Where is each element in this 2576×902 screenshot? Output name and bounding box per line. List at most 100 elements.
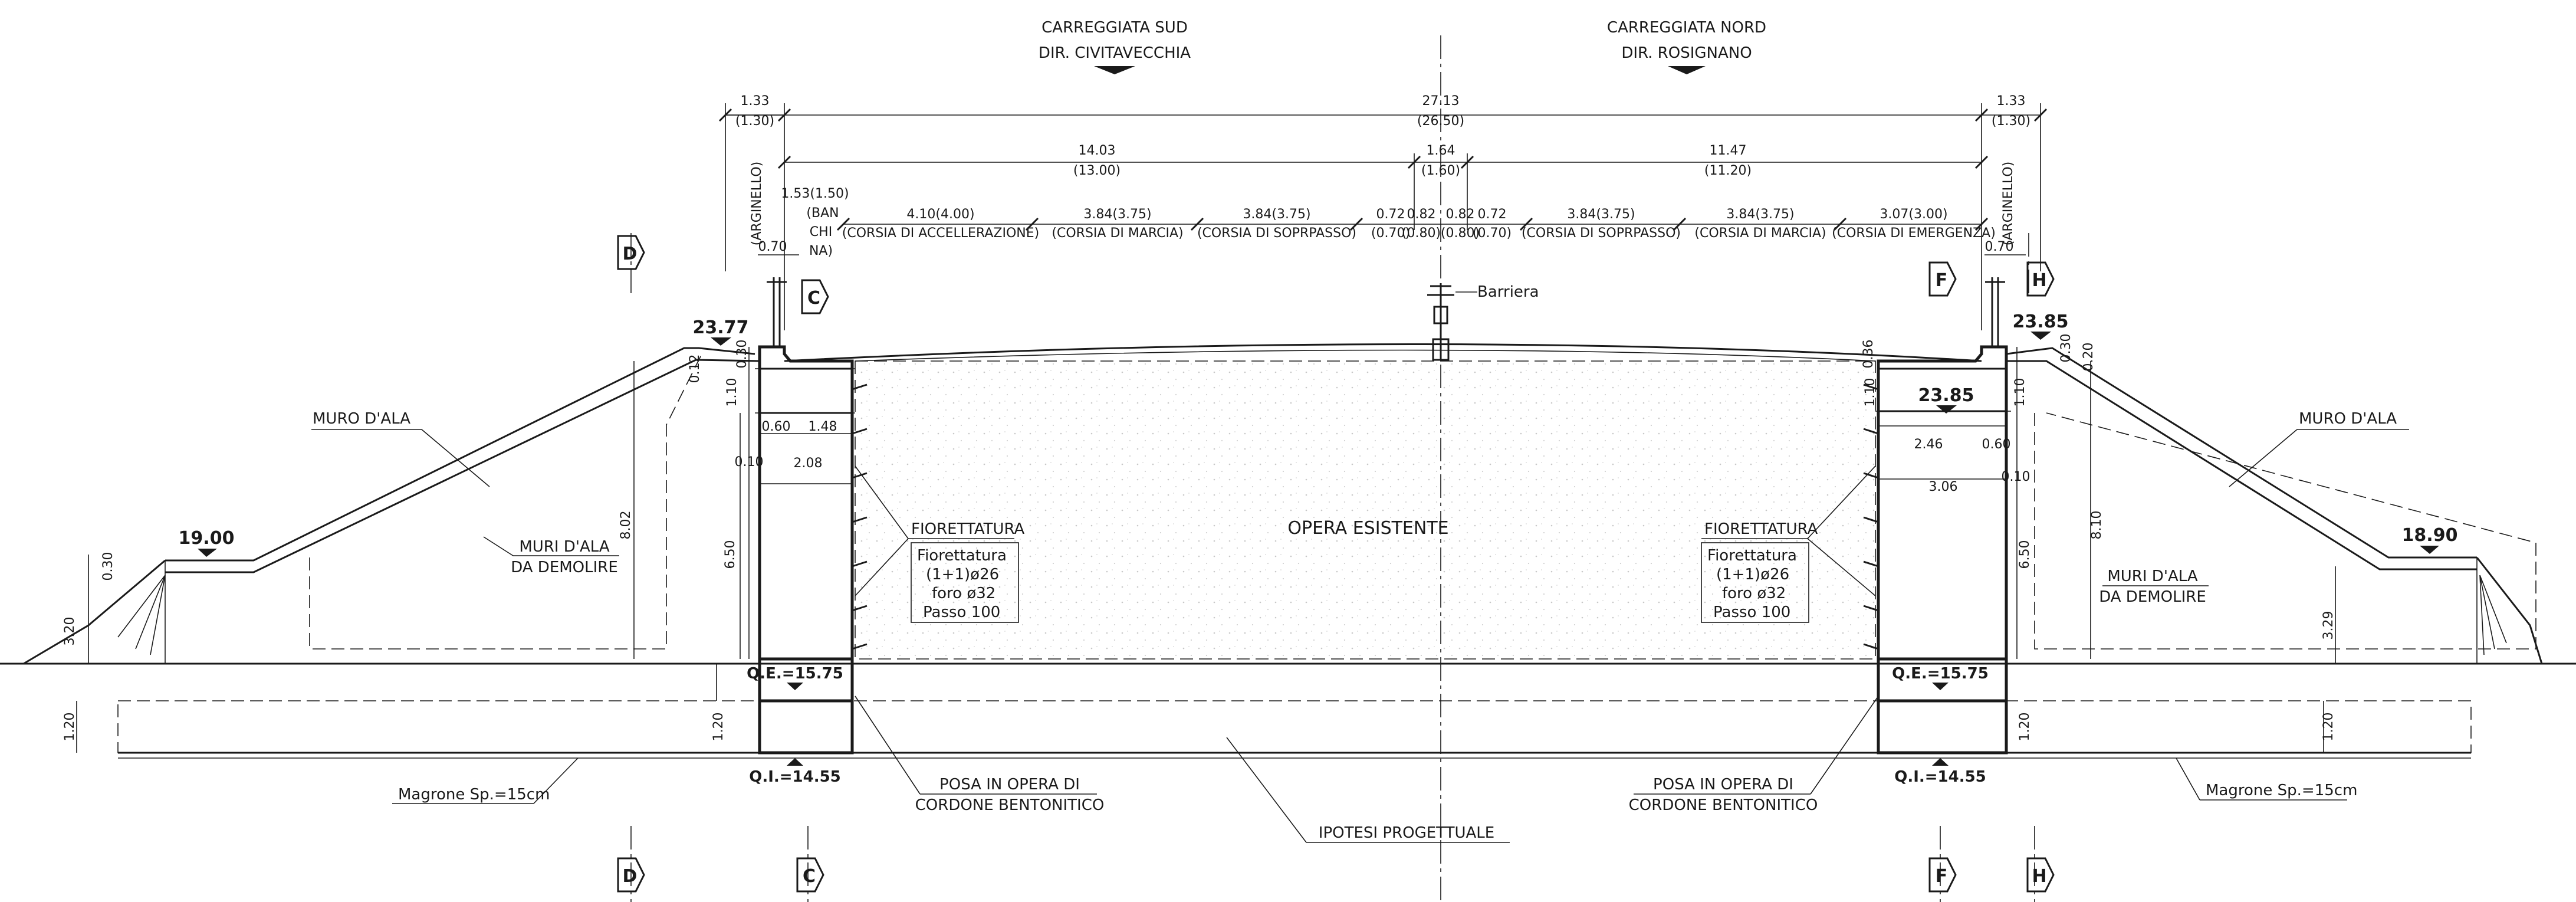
barrier-icon (1427, 283, 1454, 361)
muri-dala-right-2: DA DEMOLIRE (2099, 588, 2206, 606)
section-marker-c-bottom: C (796, 826, 824, 902)
median-part-1-old: (0.70) (1371, 226, 1410, 241)
dim-right-070: 0.70 (1985, 240, 2014, 254)
dim-total: 27.13 (1422, 94, 1460, 109)
elev-qe-left: Q.E.=15.75 (747, 665, 843, 683)
fiorettatura-right-label: FIORETTATURA (1704, 520, 1818, 538)
dim-left-edge: 1.33 (741, 94, 770, 109)
lane-5-name: (CORSIA DI MARCIA) (1694, 226, 1826, 241)
lane-3-name: (CORSIA DI SOPRPASSO) (1197, 226, 1356, 241)
dim-left-wing-030: 0.30 (101, 552, 116, 581)
dim-left-208: 2.08 (794, 456, 823, 471)
dimension-halves (777, 153, 1989, 230)
foundation-outline (117, 700, 2472, 753)
dim-right-306: 3.06 (1929, 480, 1958, 494)
elev-marker-qi-left (787, 758, 803, 766)
left-parapet (767, 277, 787, 348)
magrone-left-label: Magrone Sp.=15cm (398, 786, 550, 803)
section-marker-c-top: C (801, 279, 829, 314)
median-part-2: 0.82 (1407, 207, 1436, 222)
muro-dala-right-label: MURO D'ALA (2299, 410, 2397, 428)
dim-left-010: 0.10 (735, 455, 764, 470)
elev-marker-qe-right (1932, 683, 1949, 690)
dim-right-020: 0.20 (2081, 343, 2096, 372)
carriageway-left-title: CARREGGIATA SUD (1041, 19, 1188, 37)
left-abutment (755, 345, 855, 755)
dim-left-half: 14.03 (1079, 143, 1116, 158)
lane-5-dim: 3.84(3.75) (1726, 207, 1794, 222)
section-marker-d-top: D (617, 233, 645, 295)
muri-dala-left-leader (483, 536, 514, 556)
banchina-line-2: CHI (810, 225, 832, 240)
dim-right-246: 2.46 (1914, 437, 1943, 452)
dim-right-030: 0.30 (2059, 334, 2074, 363)
magrone-right-leader (2176, 757, 2200, 801)
svg-text:H: H (2032, 270, 2046, 291)
dim-right-half-old: (11.20) (1704, 163, 1752, 178)
arginello-left: (ARGINELLO) (750, 162, 764, 245)
posa-left-1: POSA IN OPERA DI (939, 776, 1080, 793)
muri-dala-left-2: DA DEMOLIRE (511, 559, 618, 576)
fior-left-line-1: Fiorettatura (917, 547, 1007, 565)
muro-dala-right-leader (2229, 429, 2298, 487)
muro-dala-left-leader (421, 429, 490, 487)
muro-dala-left-label: MURO D'ALA (313, 410, 410, 428)
banchina-line-3: NA) (809, 244, 833, 258)
muri-dala-left-1: MURI D'ALA (519, 538, 609, 556)
fior-right-line-2: (1+1)ø26 (1716, 566, 1789, 583)
elev-left-top: 23.77 (693, 317, 749, 338)
posa-right-1: POSA IN OPERA DI (1653, 776, 1793, 793)
elev-marker-left-top (711, 337, 731, 346)
lane-1-name: (CORSIA DI ACCELLERAZIONE) (842, 226, 1039, 241)
elev-marker-left-wing (198, 549, 217, 557)
dim-left-120: 1.20 (711, 713, 726, 742)
posa-right-leader (1810, 696, 1879, 795)
elev-right-wing: 18.90 (2402, 525, 2458, 546)
median-part-4-old: (0.70) (1473, 226, 1512, 241)
svg-text:D: D (623, 244, 638, 264)
fior-right-line-1: Fiorettatura (1707, 547, 1797, 565)
lane-6-dim: 3.07(3.00) (1880, 207, 1947, 222)
lane-2-name: (CORSIA DI MARCIA) (1052, 226, 1183, 241)
lane-1-dim: 4.10(4.00) (906, 207, 974, 222)
svg-text:D: D (623, 866, 638, 887)
elev-right-top: 23.85 (2013, 311, 2069, 332)
right-nails (1863, 383, 1879, 650)
fior-right-line-4: Passo 100 (1713, 603, 1790, 621)
dim-left-half-old: (13.00) (1073, 163, 1121, 178)
right-abutment-dims (1878, 347, 2336, 753)
dimension-total (718, 103, 2048, 330)
section-marker-d-bottom: D (617, 826, 645, 902)
arginello-right: (ARGINELLO) (2001, 162, 2016, 245)
muri-dala-right-1: MURI D'ALA (2107, 568, 2197, 585)
section-marker-h-bottom: H (2026, 826, 2055, 902)
elev-marker-right-top (2030, 332, 2051, 340)
lane-3-dim: 3.84(3.75) (1243, 207, 1310, 222)
elev-right-inner: 23.85 (1918, 385, 1974, 406)
fior-left-line-2: (1+1)ø26 (926, 566, 999, 583)
lane-4-name: (CORSIA DI SOPRPASSO) (1522, 226, 1681, 241)
elev-marker-qe-left (787, 683, 803, 690)
left-wing-wall (23, 347, 760, 665)
median-part-1: 0.72 (1376, 207, 1405, 222)
median-part-3-old: (0.80) (1441, 226, 1480, 241)
dim-right-036: 0.36 (1861, 340, 1876, 369)
elev-marker-right-wing (2420, 546, 2439, 554)
svg-text:C: C (803, 866, 816, 887)
elev-qe-right: Q.E.=15.75 (1892, 665, 1989, 683)
dim-right-edge-old: (1.30) (1992, 114, 2030, 129)
right-wing-wall (2006, 347, 2543, 664)
existing-structure-fill (855, 361, 1875, 659)
fiorettatura-right-leader-2 (1807, 538, 1876, 596)
left-nails (852, 383, 868, 650)
elev-qi-right: Q.I.=14.55 (1894, 768, 1986, 786)
ipotesi-label: IPOTESI PROGETTUALE (1319, 824, 1494, 842)
dim-left-030: 0.30 (735, 340, 750, 369)
median-part-3: 0.82 (1446, 207, 1475, 222)
dim-right-060: 0.60 (1982, 437, 2011, 452)
section-marker-h-top: H (2026, 233, 2055, 297)
elev-marker-qi-right (1932, 758, 1949, 766)
dim-left-110: 1.10 (725, 378, 740, 407)
posa-left-2: CORDONE BENTONITICO (915, 796, 1105, 814)
